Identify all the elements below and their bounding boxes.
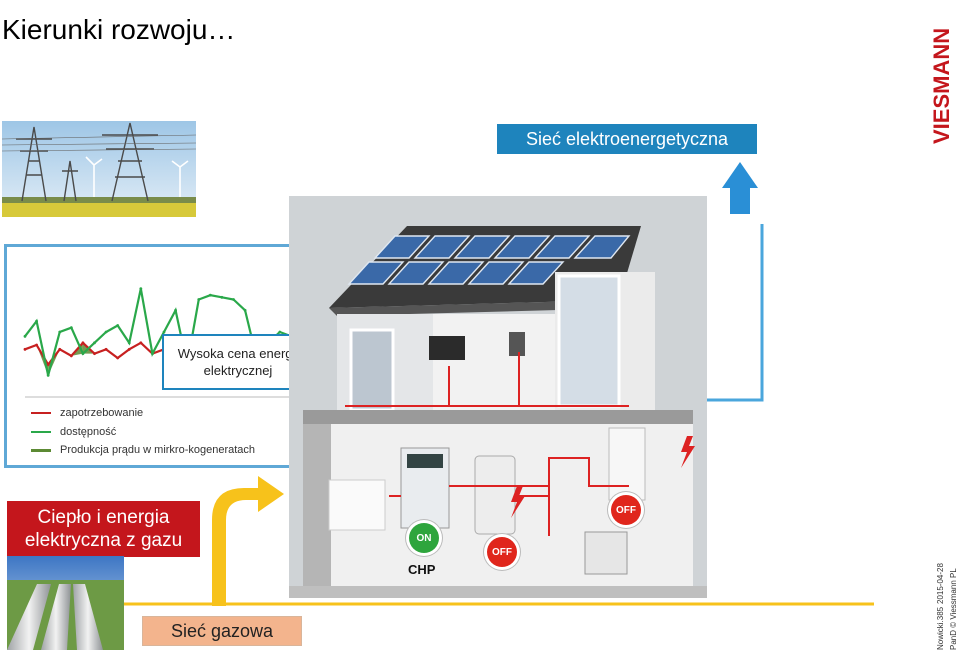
demand-point bbox=[139, 341, 142, 344]
heat-label-line-2: elektryczna z gazu bbox=[25, 529, 182, 552]
demand-point bbox=[82, 341, 85, 344]
availability-point bbox=[163, 331, 166, 334]
availability-point bbox=[139, 287, 142, 290]
heat-label-line-1: Ciepło i energia bbox=[25, 506, 182, 529]
demand-point bbox=[35, 344, 38, 347]
availability-point bbox=[151, 352, 154, 355]
demand-point bbox=[128, 348, 131, 351]
footer-copyright: PanD © Viessmann PL bbox=[949, 568, 958, 650]
legend-availability-label: dostępność bbox=[60, 426, 116, 438]
right-arrow-icon bbox=[212, 476, 284, 606]
availability-point bbox=[58, 331, 61, 334]
footer-date: 2015-04-28 bbox=[936, 563, 945, 604]
gas-pipeline-photo bbox=[7, 556, 124, 650]
availability-point bbox=[221, 296, 224, 299]
availability-point bbox=[244, 309, 247, 312]
legend-availability-swatch bbox=[31, 431, 51, 433]
on-badge: ON bbox=[409, 523, 439, 553]
heat-electricity-label: Ciepło i energia elektryczna z gazu bbox=[7, 501, 200, 557]
availability-point bbox=[82, 352, 85, 355]
availability-point bbox=[105, 331, 108, 334]
legend-availability: dostępność bbox=[31, 426, 116, 438]
availability-point bbox=[70, 326, 73, 329]
legend-demand-label: zapotrzebowanie bbox=[60, 407, 143, 419]
chp-label: CHP bbox=[408, 562, 435, 577]
legend-production: Produkcja prądu w mirkro-kogeneratach bbox=[31, 444, 255, 456]
footer-info: Nowicki.385 2015-04-28 PanD © Viessmann … bbox=[934, 548, 960, 652]
demand-point bbox=[47, 363, 50, 366]
legend-production-label: Produkcja prądu w mirkro-kogeneratach bbox=[60, 444, 255, 456]
availability-point bbox=[232, 298, 235, 301]
off-label: OFF bbox=[492, 547, 512, 558]
availability-point bbox=[24, 335, 27, 338]
legend-demand: zapotrzebowanie bbox=[31, 407, 143, 419]
off-badge-chp: OFF bbox=[487, 537, 517, 567]
off-badge-grid: OFF bbox=[611, 495, 641, 525]
legend-demand-swatch bbox=[31, 412, 51, 414]
demand-point bbox=[58, 348, 61, 351]
demand-point bbox=[116, 357, 119, 360]
availability-point bbox=[47, 374, 50, 377]
availability-point bbox=[278, 331, 281, 334]
availability-point bbox=[174, 309, 177, 312]
off-label-2: OFF bbox=[616, 505, 636, 516]
footer-author: Nowicki.385 bbox=[936, 606, 945, 650]
up-arrow-icon bbox=[722, 162, 758, 214]
availability-point bbox=[209, 294, 212, 297]
gas-network-label: Sieć gazowa bbox=[142, 616, 302, 646]
availability-point bbox=[35, 320, 38, 323]
availability-point bbox=[128, 341, 131, 344]
demand-point bbox=[24, 348, 27, 351]
on-label: ON bbox=[417, 533, 432, 544]
demand-point bbox=[93, 352, 96, 355]
availability-point bbox=[116, 324, 119, 327]
legend-production-swatch bbox=[31, 449, 51, 452]
availability-point bbox=[197, 298, 200, 301]
demand-point bbox=[105, 348, 108, 351]
availability-point bbox=[93, 341, 96, 344]
demand-point bbox=[70, 354, 73, 357]
